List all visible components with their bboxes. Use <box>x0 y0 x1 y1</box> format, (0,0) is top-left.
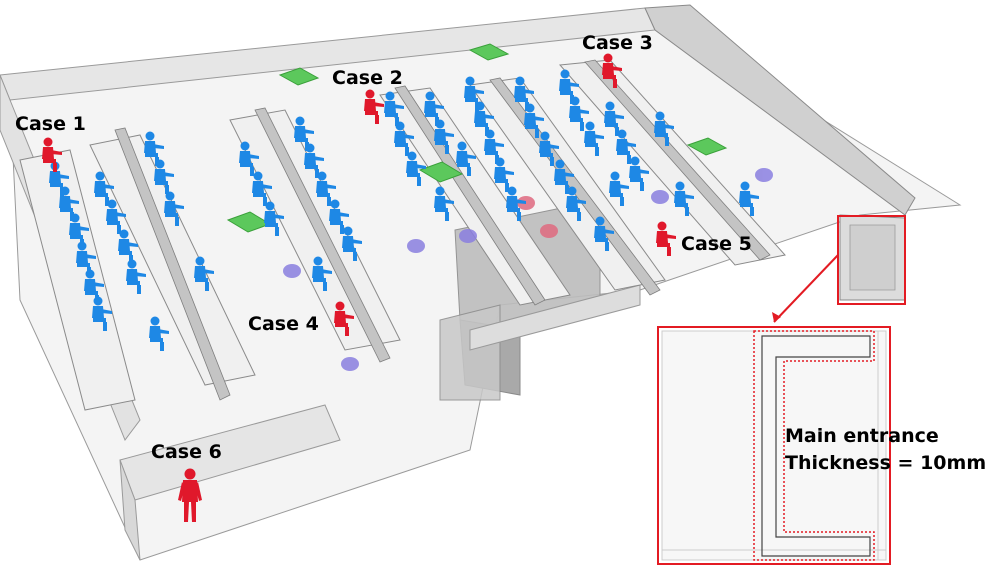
supply-diffuser <box>686 137 728 156</box>
desk-dividers <box>114 59 771 401</box>
wall-thickness-dotted-line <box>753 330 875 561</box>
inset-line-2: Thickness = 10mm <box>785 452 986 474</box>
exhaust-vent-red <box>540 224 558 238</box>
entrance-wall-outline <box>761 335 871 557</box>
exhaust-vent <box>341 357 359 371</box>
case-5-label: Case 5 <box>681 233 752 255</box>
supply-diffuser <box>468 43 510 61</box>
case-6-label: Case 6 <box>151 441 222 463</box>
exhaust-vent-red <box>517 196 535 210</box>
callout-arrow-line <box>773 254 839 323</box>
callout-arrowhead <box>772 312 781 322</box>
red-vents <box>517 196 558 238</box>
front-partition <box>119 404 341 561</box>
right-wall <box>644 4 916 216</box>
case-4-label: Case 4 <box>248 313 319 335</box>
exhaust-vents <box>283 168 773 371</box>
exhaust-vent <box>283 264 301 278</box>
exhaust-vent <box>755 168 773 182</box>
entrance-highlight-box <box>837 215 906 305</box>
exhaust-vent <box>407 239 425 253</box>
case-1-label: Case 1 <box>15 113 86 135</box>
front-right-wall <box>469 284 641 351</box>
case-3-label: Case 3 <box>582 32 653 54</box>
case-2-label: Case 2 <box>332 67 403 89</box>
exhaust-vent <box>651 190 669 204</box>
exhaust-vent <box>459 229 477 243</box>
entrance-wall <box>839 214 906 301</box>
air-supply-diffusers <box>226 43 728 233</box>
inset-line-1: Main entrance <box>785 425 939 447</box>
main-entrance-inset: Main entrance Thickness = 10mm <box>657 326 986 565</box>
supply-diffuser <box>418 161 464 183</box>
supply-diffuser <box>278 67 320 86</box>
